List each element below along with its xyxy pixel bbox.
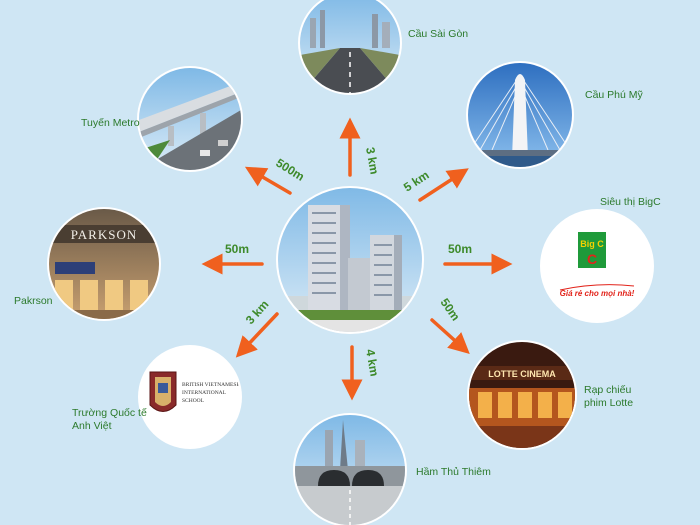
distance-thu-thiem: 4 km — [363, 348, 382, 377]
label-cau-phu-my: Cầu Phú Mỹ — [585, 89, 644, 101]
lotte-sign-text: LOTTE CINEMA — [488, 369, 556, 379]
distance-cau-sai-gon: 3 km — [363, 146, 382, 175]
school-logo-line1: BRITISH VIETNAMESE — [182, 382, 240, 388]
photo-tuyen-metro — [137, 66, 243, 172]
arrow-school — [235, 312, 279, 358]
label-lotte-line1: Rạp chiếu — [584, 384, 631, 396]
label-parkson: Pakrson — [14, 295, 53, 307]
photo-truong-quoc-te: BRITISH VIETNAMESE INTERNATIONAL SCHOOL — [138, 345, 242, 449]
bigc-logo-text: Big C — [580, 239, 604, 249]
label-school-line1: Trường Quốc tế — [72, 407, 147, 419]
photo-cau-phu-my — [466, 61, 574, 169]
arrow-metro — [244, 166, 292, 195]
photo-ham-thu-thiem — [293, 413, 407, 525]
photo-cau-sai-gon — [298, 0, 402, 95]
parkson-sign-text: PARKSON — [71, 227, 138, 242]
distance-cau-phu-my: 5 km — [401, 168, 432, 195]
arrow-lotte — [430, 318, 470, 355]
label-sieu-thi-bigc: Siêu thị BigC — [600, 196, 661, 208]
arrow-cau-phu-my — [418, 168, 469, 202]
school-logo-line2: INTERNATIONAL — [182, 390, 227, 396]
distance-bigc: 50m — [448, 242, 472, 256]
bigc-tagline: Giá rẻ cho mọi nhà! — [560, 289, 635, 298]
school-logo-line3: SCHOOL — [182, 398, 205, 404]
photo-parkson: PARKSON — [47, 207, 161, 321]
direction-arrows — [201, 117, 513, 401]
label-ham-thu-thiem: Hầm Thủ Thiêm — [416, 466, 491, 478]
distance-parkson: 50m — [225, 242, 249, 256]
svg-text:C: C — [587, 251, 597, 267]
center-project-image — [276, 186, 424, 334]
photo-lotte-cinema: LOTTE CINEMA — [467, 340, 577, 450]
label-cau-sai-gon: Cầu Sài Gòn — [408, 28, 468, 40]
photo-sieu-thi-bigc: Big C C Giá rẻ cho mọi nhà! — [540, 209, 654, 323]
label-school-line2: Anh Việt — [72, 420, 112, 432]
label-tuyen-metro: Tuyến Metro — [81, 117, 140, 129]
label-lotte-line2: phim Lotte — [584, 397, 633, 409]
distance-metro: 500m — [273, 156, 306, 184]
distance-lotte: 50m — [438, 296, 463, 324]
